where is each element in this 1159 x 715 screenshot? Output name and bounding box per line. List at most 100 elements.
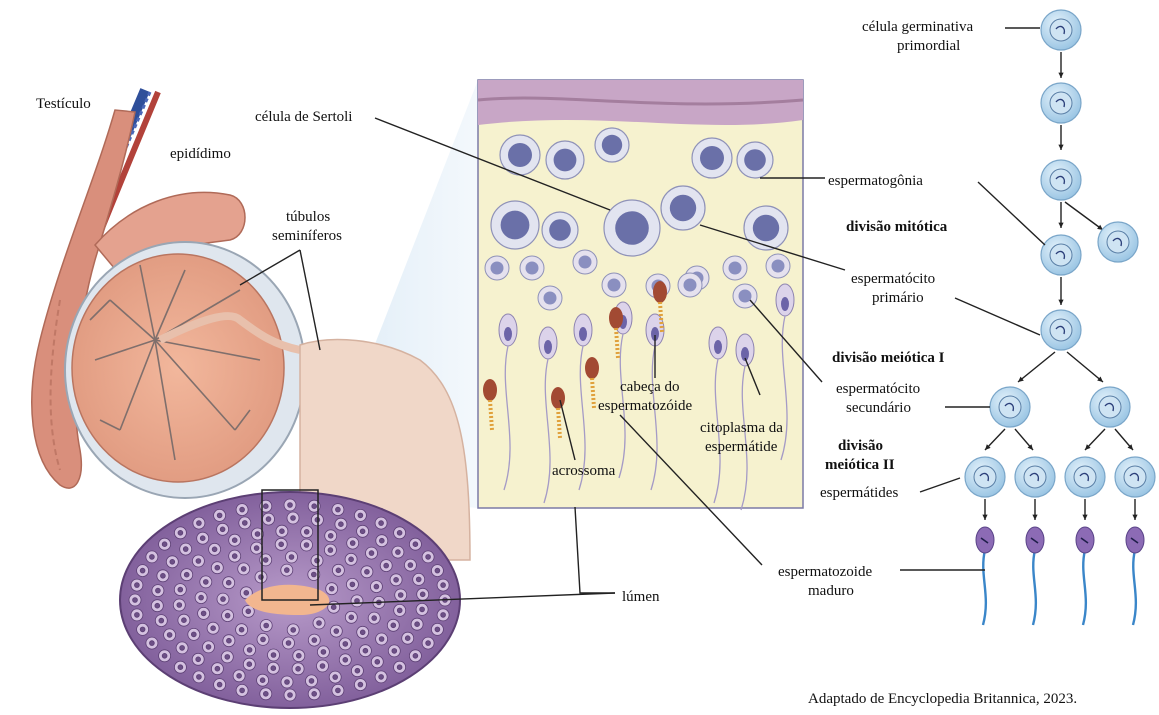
tubule-cell-nucleus [247, 662, 252, 667]
tubule-cell-nucleus [420, 607, 425, 612]
tubule-cell-nucleus [266, 517, 271, 522]
inset-small-cell-nucleus [729, 262, 742, 275]
arrow-line [1065, 202, 1103, 230]
tubule-cell-nucleus [343, 642, 348, 647]
inset-large-cell-nucleus [744, 149, 766, 171]
tubule-cell-nucleus [291, 628, 296, 633]
tubule-cell-nucleus [261, 637, 266, 642]
tubule-cell-nucleus [203, 580, 208, 585]
tubule-cell-nucleus [329, 586, 334, 591]
label-testiculo: Testículo [36, 95, 91, 113]
tubule-cell-nucleus [372, 616, 377, 621]
spermatid-nucleus [544, 340, 552, 354]
inset-large-cell-nucleus [501, 211, 530, 240]
label-acrossoma: acrossoma [552, 462, 615, 480]
tubule-cell-nucleus [178, 665, 183, 670]
inset-small-cell-nucleus [491, 262, 504, 275]
tubule-cell-nucleus [184, 572, 189, 577]
arrow-head [1058, 300, 1063, 305]
mature-sperm-tail [983, 550, 986, 625]
tubule-cell-nucleus [226, 580, 231, 585]
tubule-cell-nucleus [183, 547, 188, 552]
label-espermatozoide-maduro-2: maduro [808, 582, 854, 600]
label-citoplasma-1: citoplasma da [700, 419, 783, 437]
label-epididimo: epidídimo [170, 145, 231, 163]
arrow-head [1082, 515, 1087, 520]
tubule-cell-nucleus [311, 572, 316, 577]
arrow-head [1132, 515, 1137, 520]
credit-text: Adaptado de Encyclopedia Britannica, 202… [808, 690, 1077, 708]
label-divisao-meiotica-2a: divisão [838, 437, 883, 455]
tubule-cell-nucleus [350, 582, 355, 587]
label-esp-primario-1: espermatócito [851, 270, 935, 288]
acrosome-head [483, 379, 497, 401]
tubule-cell-nucleus [221, 597, 226, 602]
tubule-cell-nucleus [167, 633, 172, 638]
tubule-cell-nucleus [420, 592, 425, 597]
tubule-cell-nucleus [374, 584, 379, 589]
spermatid-1-nucleus [974, 466, 996, 488]
tubule-cell-nucleus [150, 641, 155, 646]
tubule-cell-nucleus [254, 546, 259, 551]
inset-large-cell-nucleus [670, 195, 696, 221]
tubule-cell-nucleus [197, 521, 202, 526]
tubule-cell-nucleus [260, 678, 265, 683]
tubule-cell-nucleus [220, 527, 225, 532]
tubule-cell-nucleus [211, 626, 216, 631]
tubule-cell-nucleus [391, 623, 396, 628]
arrow-head [1058, 145, 1063, 150]
tubule-cell-nucleus [255, 532, 260, 537]
spermatid-nucleus [504, 327, 512, 341]
tubule-cell-nucleus [426, 555, 431, 560]
inset-large-cell-nucleus [554, 149, 577, 172]
arrow-head [982, 515, 987, 520]
tubule-cell-nucleus [328, 533, 333, 538]
tubule-cell-nucleus [320, 664, 325, 669]
tubule-cell-nucleus [333, 675, 338, 680]
spermatid-nucleus [781, 297, 789, 311]
tubule-cell-nucleus [197, 675, 202, 680]
arrow-head [1058, 73, 1063, 78]
spermatid-4-nucleus [1124, 466, 1146, 488]
arrow-line [1067, 352, 1103, 382]
tubule-cell-nucleus [358, 513, 363, 518]
tubule-cell-nucleus [247, 648, 252, 653]
label-esp-secundario-2: secundário [846, 399, 911, 417]
label-espermatogonia: espermatogônia [828, 172, 923, 190]
tubule-cell-nucleus [289, 555, 294, 560]
inset-small-cell-nucleus [684, 279, 697, 292]
spermatid-2-nucleus [1024, 466, 1046, 488]
label-cabeca-1: cabeça do [620, 378, 680, 396]
tubule-cell-nucleus [196, 657, 201, 662]
tubule-cell-nucleus [215, 565, 220, 570]
primordial-germ-cell-nucleus [1050, 19, 1072, 41]
tubule-cell-nucleus [360, 630, 365, 635]
label-germinativa-1: célula germinativa [862, 18, 973, 36]
tubule-cell-nucleus [336, 688, 341, 693]
tubule-cell-nucleus [397, 530, 402, 535]
inset-small-cell-nucleus [772, 260, 785, 273]
tubule-cell-nucleus [415, 622, 420, 627]
tubule-cell-nucleus [304, 529, 309, 534]
inset-large-cell-nucleus [615, 211, 649, 245]
tubule-cell-nucleus [196, 559, 201, 564]
tubule-cell-nucleus [178, 530, 183, 535]
tubule-cell-nucleus [244, 590, 249, 595]
tubule-cell-nucleus [285, 680, 290, 685]
tubule-cell-nucleus [206, 645, 211, 650]
tubule-cell-nucleus [369, 551, 374, 556]
tubule-cell-nucleus [317, 621, 322, 626]
tubule-cell-nucleus [227, 638, 232, 643]
label-divisao-mitotica: divisão mitótica [846, 218, 947, 236]
tubule-cell-nucleus [397, 608, 402, 613]
tubule-cell-nucleus [140, 627, 145, 632]
tubule-cell-nucleus [225, 655, 230, 660]
label-esp-secundario-1: espermatócito [836, 380, 920, 398]
label-citoplasma-2: espermátide [705, 438, 777, 456]
tubule-cell-nucleus [441, 613, 446, 618]
tubule-cell-nucleus [217, 513, 222, 518]
label-espermatides: espermátides [820, 484, 898, 502]
tubule-cell-nucleus [162, 653, 167, 658]
tubule-cell-nucleus [191, 632, 196, 637]
